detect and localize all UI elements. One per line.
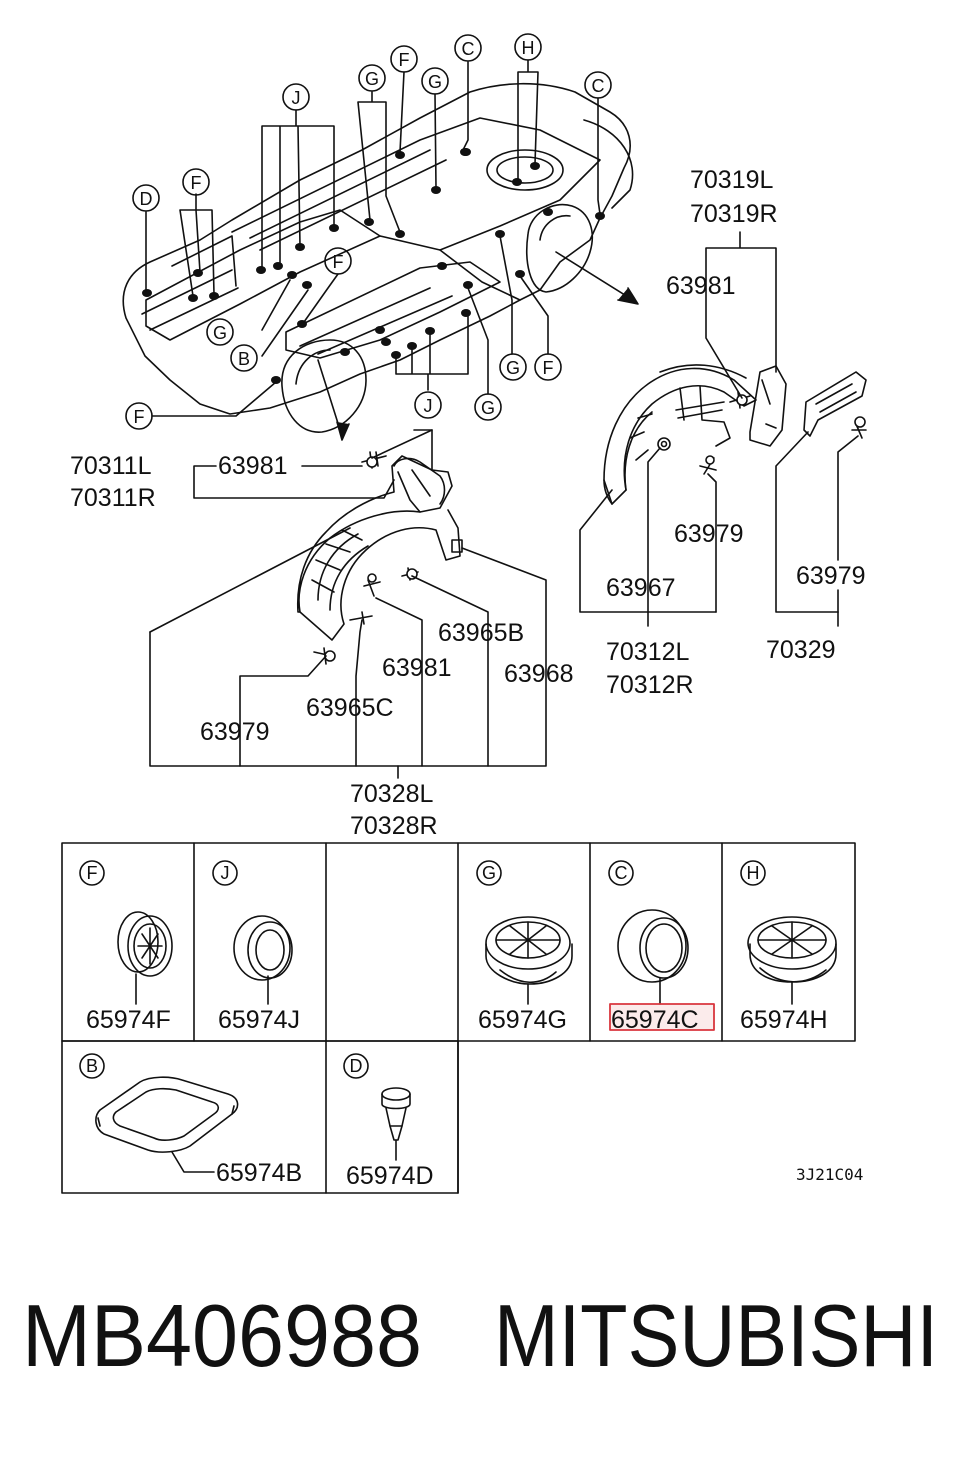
callout-f: F	[134, 407, 145, 427]
vehicle-underbody	[122, 82, 639, 441]
plug-letter: D	[350, 1056, 363, 1076]
part-label-63981: 63981	[218, 452, 288, 480]
callout-g: G	[213, 323, 227, 343]
callout-f: F	[333, 252, 344, 272]
plug-part-label: 65974G	[478, 1006, 567, 1034]
part-label-70312r: 70312R	[606, 671, 694, 699]
plug-f-icon	[117, 911, 173, 1005]
part-label-63965b: 63965B	[438, 619, 524, 647]
plug-cell-letters: F J G C H B D	[86, 863, 760, 1076]
part-label-70328l: 70328L	[350, 780, 434, 808]
part-label-70312l: 70312L	[606, 638, 690, 666]
diagram-reference-code: 3J21C04	[796, 1165, 863, 1184]
plug-cell-letter-circles	[79, 860, 766, 1079]
part-label-63965c: 63965C	[306, 694, 394, 722]
callout-letter-labels: D F J G F G C H C F G B G F F J G	[134, 38, 605, 427]
plug-part-label: 65974D	[346, 1162, 434, 1190]
callout-d: D	[140, 189, 153, 209]
part-label-63979: 63979	[674, 520, 744, 548]
part-label-63979: 63979	[796, 562, 866, 590]
callout-circles	[125, 33, 612, 430]
plug-table-grid	[61, 842, 856, 1194]
callout-j: J	[292, 88, 301, 108]
part-label-63981: 63981	[666, 272, 736, 300]
part-label-70329: 70329	[766, 636, 836, 664]
callout-g: G	[506, 358, 520, 378]
plug-d-icon	[381, 1087, 411, 1161]
front-wheel-liner-assembly	[149, 429, 547, 779]
front-assembly-labels: 70311L 70311R 63981 63965B 63981 63968 6…	[70, 452, 574, 840]
plug-part-label: 65974J	[218, 1006, 300, 1034]
plug-part-labels: 65974F 65974J 65974G 65974C 65974H 65974…	[86, 1006, 828, 1190]
callout-b: B	[238, 349, 250, 369]
plug-letter: G	[482, 863, 496, 883]
part-label-70319r: 70319R	[690, 200, 778, 228]
plug-letter: B	[86, 1056, 98, 1076]
plug-g-icon	[485, 916, 573, 1005]
rear-wheel-liner-assembly	[579, 231, 867, 627]
part-label-63967: 63967	[606, 574, 676, 602]
plug-part-label-highlighted: 65974C	[611, 1006, 699, 1034]
plug-part-label: 65974B	[216, 1159, 302, 1187]
plug-letter: J	[221, 863, 230, 883]
part-label-63981: 63981	[382, 654, 452, 682]
fastener-icons	[313, 451, 419, 665]
footer-part-number: MB406988	[22, 1286, 422, 1385]
part-label-70328r: 70328R	[350, 812, 438, 840]
footer-brand: MITSUBISHI	[494, 1286, 938, 1385]
callout-h: H	[522, 38, 535, 58]
callout-leader-lines	[145, 59, 601, 417]
callout-c: C	[592, 76, 605, 96]
plug-part-label: 65974F	[86, 1006, 171, 1034]
callout-c: C	[462, 39, 475, 59]
plug-h-icon	[747, 916, 837, 1005]
part-label-63968: 63968	[504, 660, 574, 688]
plug-letter: C	[615, 863, 628, 883]
part-label-63979: 63979	[200, 718, 270, 746]
callout-f: F	[543, 358, 554, 378]
plug-part-label: 65974H	[740, 1006, 828, 1034]
callout-f: F	[399, 50, 410, 70]
callout-j: J	[424, 396, 433, 416]
plug-j-icon	[233, 915, 293, 1005]
callout-g: G	[365, 69, 379, 89]
rear-assembly-labels: 70319L 70319R 63981 63979 63979 63967 70…	[606, 166, 866, 699]
part-label-70311r: 70311R	[70, 484, 156, 512]
plug-b-icon	[95, 1076, 239, 1173]
plug-letter: F	[87, 863, 98, 883]
callout-g: G	[481, 398, 495, 418]
part-label-70319l: 70319L	[690, 166, 774, 194]
highlight-box	[609, 1003, 715, 1031]
part-label-70311l: 70311L	[70, 452, 152, 480]
plug-letter: H	[747, 863, 760, 883]
plug-c-icon	[617, 909, 689, 1005]
callout-f: F	[191, 173, 202, 193]
callout-g: G	[428, 72, 442, 92]
